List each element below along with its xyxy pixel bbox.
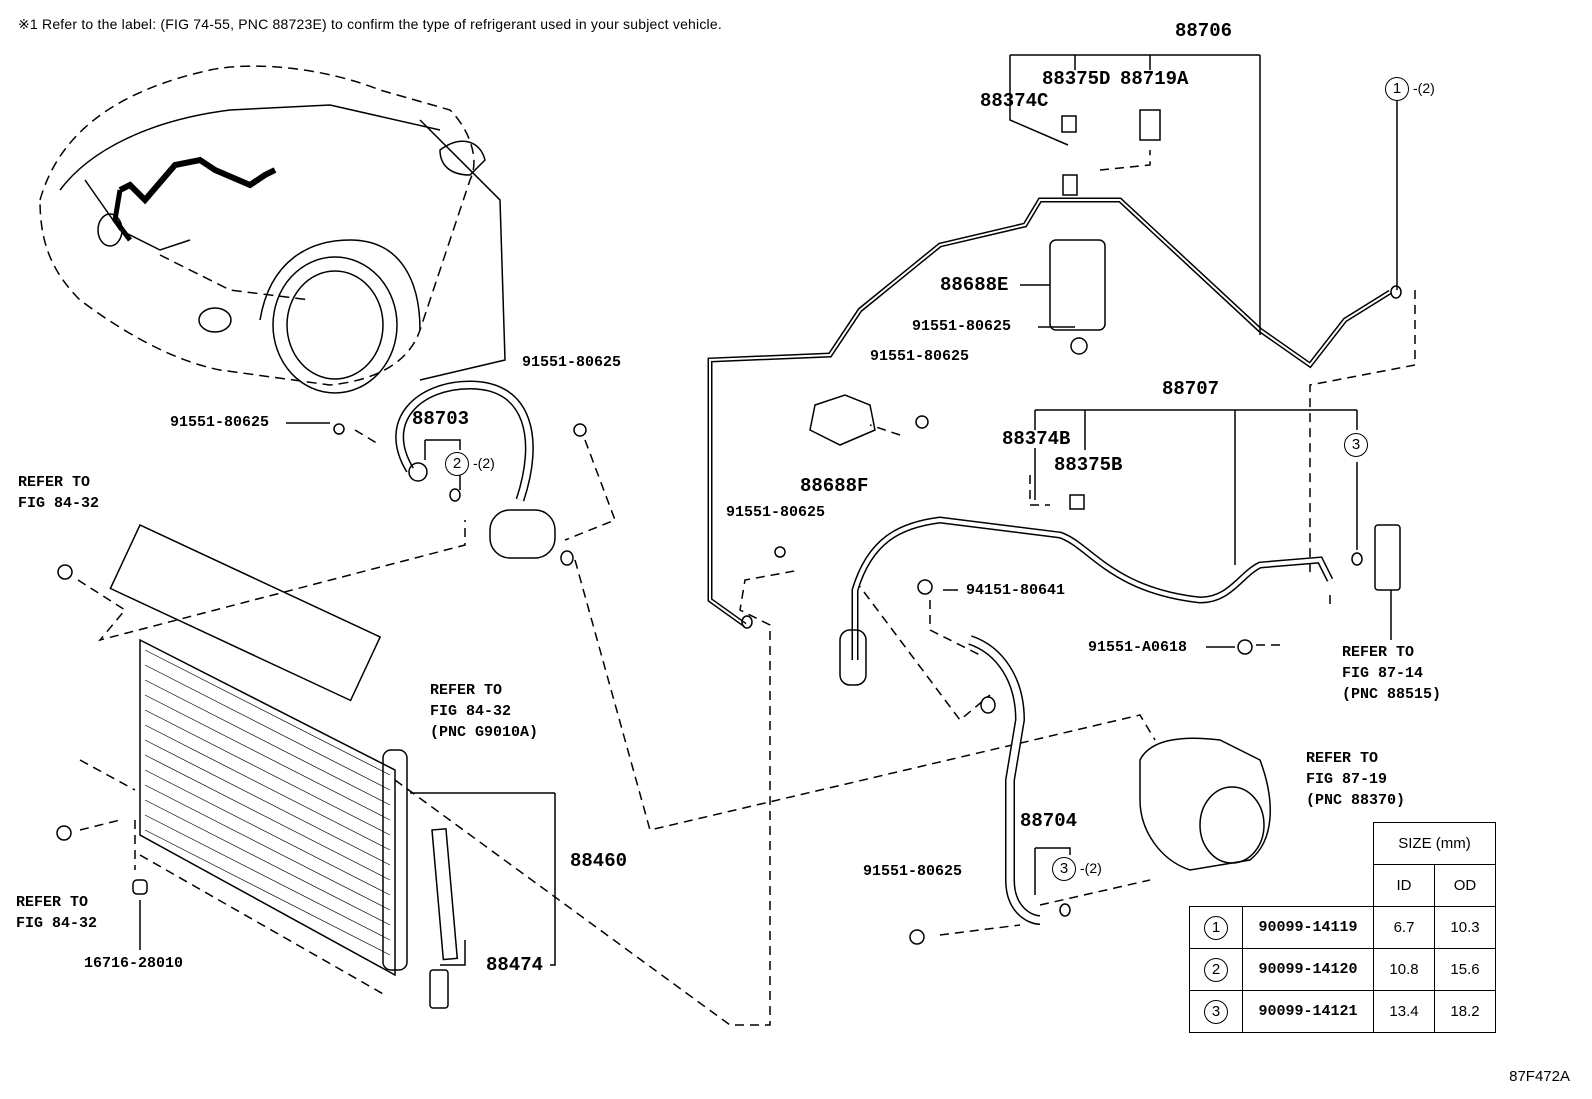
callout-3-upper: 3 — [1344, 433, 1368, 457]
callout-2-qty: -(2) — [473, 455, 495, 471]
refrigerant-note: ※1 Refer to the label: (FIG 74-55, PNC 8… — [18, 16, 722, 32]
callout-2: 2 — [445, 452, 469, 476]
size-header: SIZE (mm) — [1373, 822, 1496, 865]
bracket-88688E — [1049, 239, 1106, 331]
part-label-91551-80625-hose[interactable]: 91551-80625 — [522, 354, 622, 371]
part-label-16716-28010[interactable]: 16716-28010 — [84, 955, 184, 972]
part-label-91551-80625-upper[interactable]: 91551-80625 — [912, 318, 1012, 335]
refer-fig-84-32-top[interactable]: REFER TO FIG 84-32 — [18, 474, 100, 512]
figure-code: 87F472A — [1509, 1068, 1570, 1085]
part-label-88374C[interactable]: 88374C — [980, 90, 1049, 112]
table-row: 3 90099-14121 13.4 18.2 — [1189, 990, 1496, 1033]
row-number: 2 — [1204, 957, 1228, 982]
callout-1-qty: -(2) — [1413, 80, 1435, 96]
row-od: 10.3 — [1434, 906, 1496, 949]
hose-88704 — [968, 635, 1041, 925]
id-header: ID — [1373, 864, 1435, 907]
part-label-91551-A0618[interactable]: 91551-A0618 — [1088, 639, 1188, 656]
refer-fig-84-32-g9010a[interactable]: REFER TO FIG 84-32 (PNC G9010A) — [430, 682, 539, 741]
fittings — [333, 109, 1402, 945]
part-label-88703[interactable]: 88703 — [412, 408, 470, 430]
pipe-88706 — [707, 174, 1392, 628]
part-label-91551-80625-bracket[interactable]: 91551-80625 — [870, 348, 970, 365]
part-label-88374B[interactable]: 88374B — [1002, 428, 1071, 450]
part-label-94151-80641[interactable]: 94151-80641 — [966, 582, 1066, 599]
part-label-88375D[interactable]: 88375D — [1042, 68, 1111, 90]
part-label-88704[interactable]: 88704 — [1020, 810, 1078, 832]
row-part-number[interactable]: 90099-14121 — [1242, 990, 1374, 1033]
row-number: 3 — [1204, 999, 1228, 1024]
table-row: 2 90099-14120 10.8 15.6 — [1189, 948, 1496, 991]
condenser-88460 — [56, 524, 459, 1009]
hose-88703 — [395, 380, 556, 559]
oring-size-table: SIZE (mm) ID OD 1 90099-14119 6.7 10.3 2… — [1189, 822, 1496, 1033]
part-label-88474[interactable]: 88474 — [486, 954, 544, 976]
part-label-91551-80625-lower[interactable]: 91551-80625 — [863, 863, 963, 880]
callout-3-qty: -(2) — [1080, 860, 1102, 876]
callout-3-lower: 3 — [1052, 857, 1076, 881]
od-header: OD — [1434, 864, 1496, 907]
pipe-88707 — [839, 516, 1334, 686]
vehicle-illustration — [39, 65, 506, 394]
part-label-88688E[interactable]: 88688E — [940, 274, 1009, 296]
part-label-88719A[interactable]: 88719A — [1120, 68, 1189, 90]
part-label-88706[interactable]: 88706 — [1175, 20, 1233, 42]
part-label-91551-80625-left[interactable]: 91551-80625 — [170, 414, 270, 431]
dashed-leaders — [77, 150, 1416, 1026]
row-id: 10.8 — [1373, 948, 1435, 991]
refer-fig-84-32-bottom[interactable]: REFER TO FIG 84-32 — [16, 894, 98, 932]
row-od: 18.2 — [1434, 990, 1496, 1033]
part-label-88460[interactable]: 88460 — [570, 850, 628, 872]
part-label-88707[interactable]: 88707 — [1162, 378, 1220, 400]
row-id: 13.4 — [1373, 990, 1435, 1033]
row-part-number[interactable]: 90099-14119 — [1242, 906, 1374, 949]
part-label-91551-80625-pipe[interactable]: 91551-80625 — [726, 504, 826, 521]
refer-fig-87-14[interactable]: REFER TO FIG 87-14 (PNC 88515) — [1342, 644, 1442, 703]
part-label-88688F[interactable]: 88688F — [800, 475, 869, 497]
row-od: 15.6 — [1434, 948, 1496, 991]
table-row: 1 90099-14119 6.7 10.3 — [1189, 906, 1496, 949]
part-label-88375B[interactable]: 88375B — [1054, 454, 1123, 476]
callout-1: 1 — [1385, 77, 1409, 101]
solid-leaders — [139, 54, 1398, 966]
row-part-number[interactable]: 90099-14120 — [1242, 948, 1374, 991]
compressor — [1139, 737, 1271, 871]
refer-fig-87-19[interactable]: REFER TO FIG 87-19 (PNC 88370) — [1306, 750, 1406, 809]
row-number: 1 — [1204, 915, 1228, 940]
row-id: 6.7 — [1373, 906, 1435, 949]
